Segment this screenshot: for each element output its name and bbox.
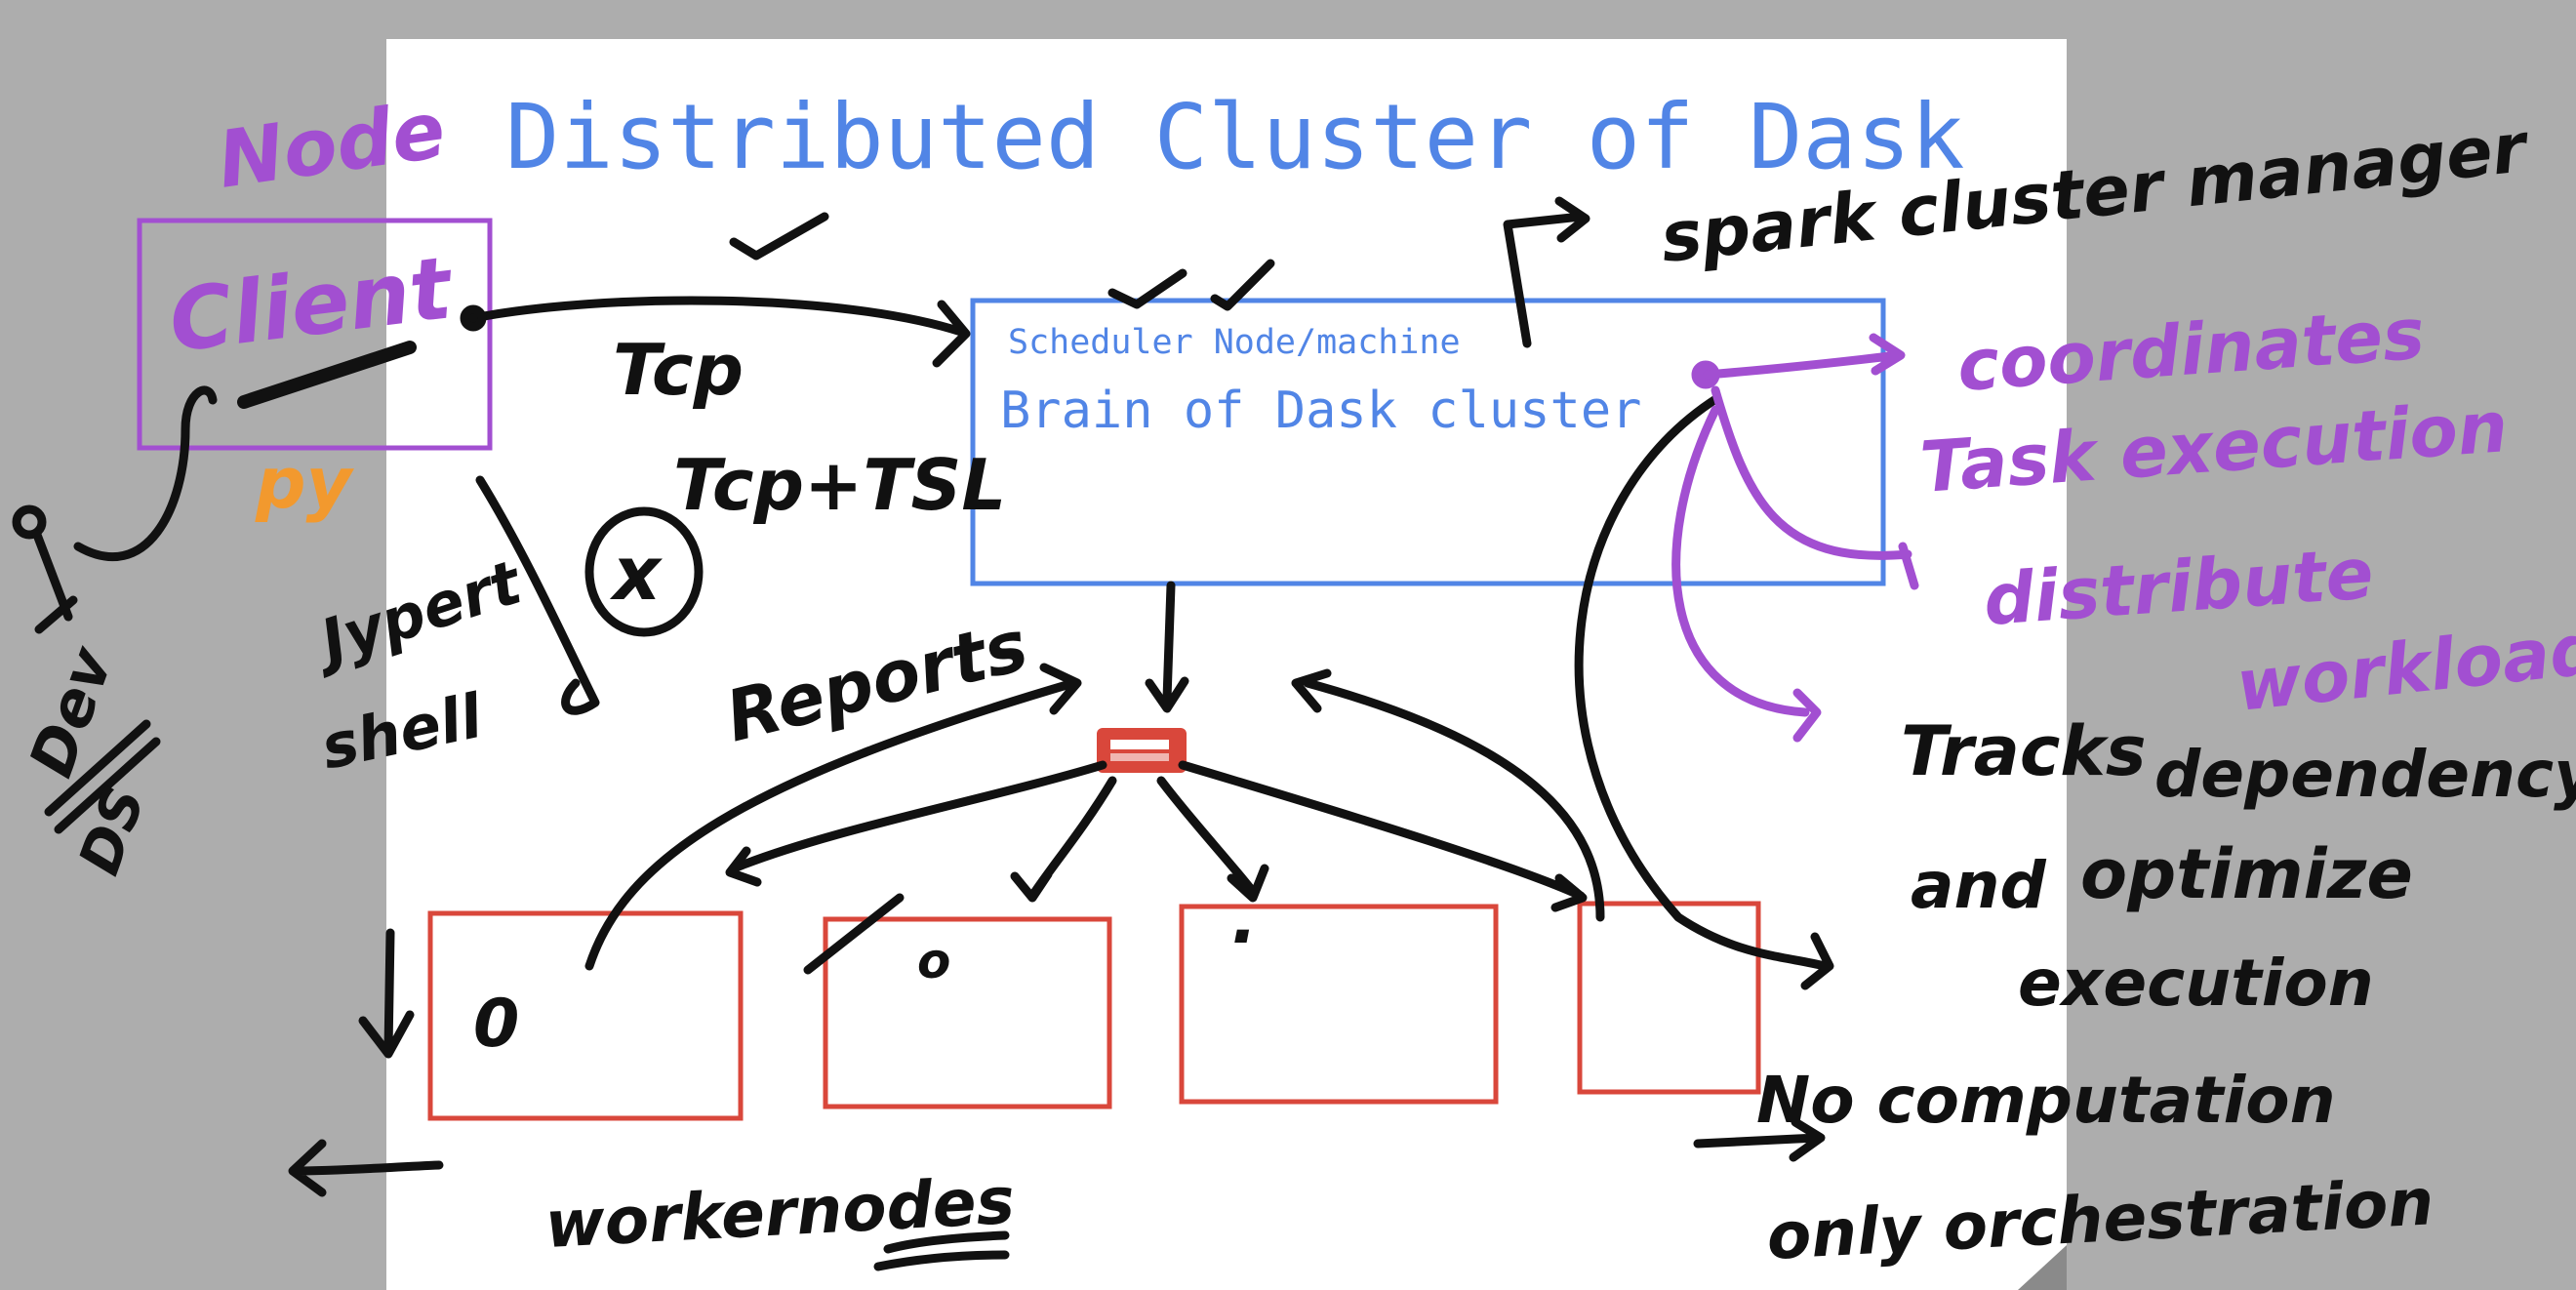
dev-ds-divider — [44, 719, 161, 834]
check-mark-1 — [729, 212, 829, 261]
client-to-scheduler-arrow — [468, 296, 966, 337]
x-circle — [584, 506, 704, 637]
hub-to-worker-2-arrow — [1010, 776, 1117, 903]
page-curl — [2018, 1245, 2067, 1290]
worker-box-2 — [823, 916, 1112, 1109]
dev-figure-body — [32, 530, 78, 634]
py-label: py — [255, 442, 355, 524]
check-mark-2 — [1107, 268, 1187, 309]
scheduler-box — [970, 298, 1886, 586]
dev-label: Dev — [15, 636, 127, 786]
scheduler-to-hub-arrow — [1145, 581, 1189, 713]
hub-to-worker-3-arrow — [1156, 776, 1269, 903]
client-box — [137, 218, 493, 451]
tcp-label: Tcp — [613, 329, 744, 411]
tcp-tsl-label: Tcp+TSL — [673, 444, 1006, 526]
workload-label: workload — [2233, 607, 2576, 727]
execution-label: execution — [2018, 946, 2374, 1021]
coordinates-arrow — [1703, 333, 1906, 380]
optimize-label: optimize — [2080, 834, 2413, 914]
x-mark-label: x — [609, 530, 663, 617]
distribute-arrow — [1711, 385, 1919, 590]
dev-to-client-arrow — [73, 385, 218, 562]
hub-to-worker-4-arrow — [1178, 760, 1588, 912]
client-strike — [237, 341, 417, 409]
scheduler-description: Brain of Dask cluster — [1000, 382, 1641, 440]
workload-curve-arrow — [1671, 405, 1822, 743]
worker-box-3 — [1179, 904, 1499, 1105]
scheduler-caption: Scheduler Node/machine — [1008, 323, 1461, 362]
slide-background — [386, 39, 2067, 1290]
client-to-scheduler-arrowhead — [932, 300, 971, 368]
worker-left-arrow — [288, 1139, 444, 1197]
client-arrow-dot — [460, 304, 487, 332]
worker-1-report-arrow — [584, 663, 1082, 971]
worker-2-stroke — [803, 893, 905, 975]
ds-label: DS — [65, 778, 158, 883]
tracks-label: Tracks — [1901, 711, 2147, 791]
dev-figure-head — [12, 504, 47, 540]
worker-down-arrow — [358, 928, 415, 1059]
no-computation-arrow — [1693, 1117, 1826, 1162]
network-hub-icon — [1097, 728, 1187, 773]
no-computation-label: No computation — [1756, 1063, 2336, 1138]
dependency-label: dependency — [2154, 737, 2576, 812]
slide-title: Distributed Cluster of Dask — [505, 85, 1965, 189]
worker-3-mark: . — [1231, 879, 1258, 959]
worker-4-report-arrow — [1291, 668, 1605, 922]
scheduler-to-no-computation-curve — [1574, 393, 1834, 990]
and-label: and — [1911, 848, 2047, 923]
worker-2-mark: o — [917, 933, 950, 989]
hub-to-worker-1-arrow — [725, 760, 1107, 887]
jupyter-arrow — [475, 475, 600, 715]
worker-box-1 — [427, 910, 744, 1121]
check-mark-3 — [1210, 259, 1275, 311]
spark-pointer-arrow — [1503, 196, 1590, 348]
worker-nodes-underline — [873, 1230, 1010, 1271]
worker-1-mark: 0 — [473, 986, 519, 1063]
